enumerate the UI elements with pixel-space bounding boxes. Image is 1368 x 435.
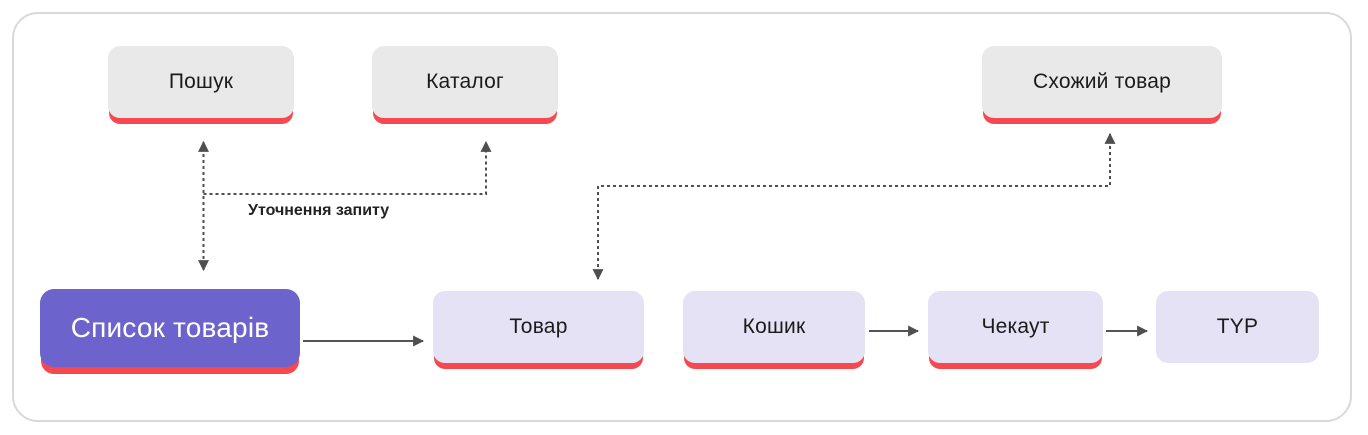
node-catalog-label: Каталог: [426, 70, 504, 93]
node-product-list: Список товарів: [40, 289, 300, 367]
node-product: Товар: [433, 291, 644, 363]
node-thank-you-page-label: TYP: [1216, 315, 1259, 338]
edge-productlist-catalog: [203, 140, 492, 195]
node-cart-label: Кошик: [742, 315, 806, 338]
node-search-label: Пошук: [168, 70, 234, 93]
edge-annotation-query-refinement: Уточнення запиту: [248, 202, 390, 219]
node-search: Пошук: [108, 46, 294, 118]
node-similar-product-label: Схожий товар: [1033, 70, 1171, 93]
node-checkout: Чекаут: [928, 291, 1103, 363]
node-checkout-label: Чекаут: [981, 315, 1050, 338]
node-similar-product: Схожий товар: [982, 46, 1222, 118]
node-cart: Кошик: [683, 291, 865, 363]
edge-product-similar: [592, 132, 1116, 281]
node-thank-you-page: TYP: [1156, 291, 1319, 363]
node-catalog: Каталог: [372, 46, 558, 118]
node-product-label: Товар: [509, 315, 568, 338]
node-product-list-label: Список товарів: [70, 312, 270, 343]
